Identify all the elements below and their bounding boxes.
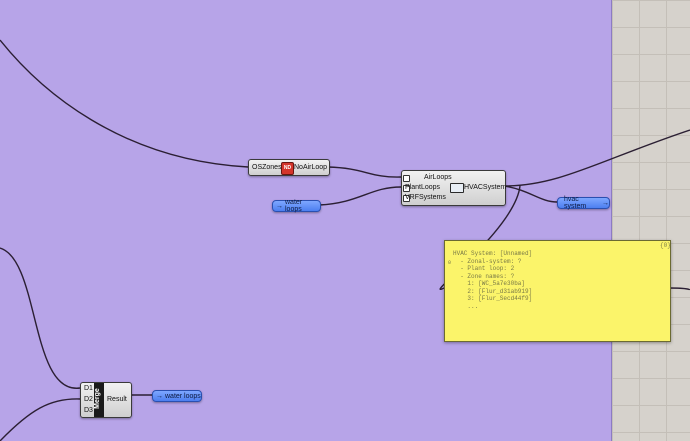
wire-noairloop-to-airloops — [327, 166, 402, 178]
plantloops-port[interactable] — [403, 185, 410, 192]
airloops-port[interactable] — [403, 175, 410, 182]
d3-input-label[interactable]: D3 — [84, 407, 93, 414]
panel-line: - Zonal-system: ? — [453, 257, 522, 265]
canvas-grid — [612, 0, 690, 441]
merge-title-bar: Merge — [94, 383, 104, 417]
panel-content: HVAC System: [Unnamed] - Zonal-system: ?… — [453, 250, 532, 310]
vrfsystems-input-label[interactable]: VRFSystems — [405, 194, 446, 201]
wire-panel-out — [668, 287, 690, 291]
water-loops-label: water loops — [285, 199, 303, 213]
text-panel[interactable]: {0} 0 HVAC System: [Unnamed] - Zonal-sys… — [444, 240, 671, 342]
water-loops-param-top[interactable]: → water loops — [272, 199, 321, 213]
panel-line: 2: [Flur_d31ab919] — [453, 287, 533, 295]
panel-line: 3: [Flur_Secd44f9] — [453, 295, 533, 302]
hvac-system-icon — [450, 183, 464, 193]
panel-line: - Plant loop: 2 — [453, 265, 515, 272]
panel-line: HVAC System: [Unnamed] — [453, 250, 533, 257]
arrow-icon: → — [602, 199, 609, 207]
panel-line-number: 0 — [448, 260, 452, 266]
hvacsystem-output-label[interactable]: HVACSystem — [464, 184, 507, 191]
panel-line: - Zone names: ? — [453, 272, 515, 280]
wire-waterloops-to-plantloops — [318, 186, 402, 206]
wire-hvac-out-far — [503, 129, 690, 187]
wire-merge-d3 — [0, 398, 81, 441]
nd-icon-text: ND — [283, 165, 292, 171]
wire-merge-d2 — [0, 247, 81, 389]
panel-line: 1: [WC_5a7e30ba] — [453, 280, 526, 287]
airloops-input-label[interactable]: AirLoops — [424, 174, 452, 181]
panel-index: {0} — [660, 242, 671, 249]
arrow-icon: → — [156, 392, 163, 400]
noairloop-output-label[interactable]: NoAirLoop — [294, 164, 328, 171]
hvac-system-param[interactable]: hvac system → — [557, 196, 610, 210]
hvac-system-component[interactable]: AirLoops PlantLoops VRFSystems HVACSyste… — [401, 170, 506, 206]
plantloops-input-label[interactable]: PlantLoops — [405, 184, 441, 191]
component-group[interactable] — [0, 0, 612, 441]
result-output-label[interactable]: Result — [107, 396, 127, 403]
ironbug-nd-icon: ND — [281, 162, 294, 175]
vrfsystems-port[interactable] — [403, 195, 410, 202]
d1-input-label[interactable]: D1 — [84, 385, 93, 392]
wire-hvac-to-param — [503, 185, 558, 203]
water-loops-label: water loops — [165, 392, 201, 400]
no-air-loop-component[interactable]: OSZones ND NoAirLoop — [248, 159, 330, 176]
panel-line: ... — [453, 302, 479, 310]
hvac-system-label: hvac system — [564, 196, 587, 210]
water-loops-param-bottom[interactable]: → water loops — [152, 390, 202, 402]
d2-input-label[interactable]: D2 — [84, 396, 93, 403]
arrow-icon: → — [276, 202, 283, 210]
oszones-input-label[interactable]: OSZones — [252, 164, 282, 171]
merge-title: Merge — [93, 388, 101, 409]
merge-component[interactable]: D1 D2 D3 Merge Result — [80, 382, 132, 418]
wire-oszones — [0, 39, 249, 168]
